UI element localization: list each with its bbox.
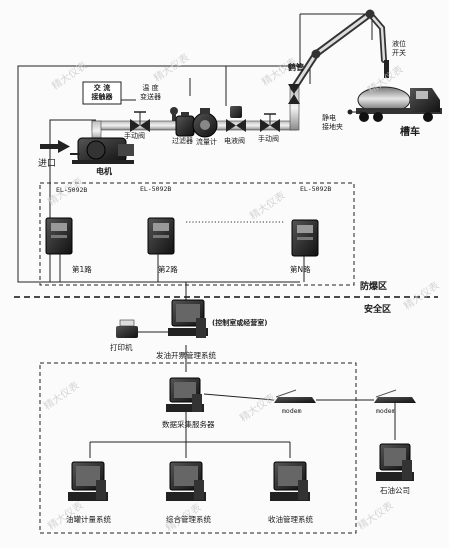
ac-contactor-label: 交 流 接触器 [91, 84, 113, 101]
printer-symbol [116, 319, 138, 338]
inlet-arrow [40, 140, 70, 153]
integrated-system-label: 综合管理系统 [166, 515, 211, 524]
modem-left-symbol [274, 389, 316, 403]
controller-1 [45, 217, 73, 255]
motor-label: 电机 [96, 167, 112, 176]
ac-contactor-box [82, 81, 122, 105]
solenoid-valve-label: 电液阀 [224, 137, 245, 145]
motor-pump [70, 137, 134, 164]
controller-n [291, 219, 319, 257]
metering-system-label: 油罐计量系统 [66, 515, 111, 524]
controller-2-model: EL-5092B [140, 185, 172, 193]
filter-label: 过滤器 [172, 137, 193, 145]
controller-2 [147, 217, 175, 255]
receiving-system-label: 收油管理系统 [268, 515, 313, 524]
level-switch-label: 液位 开关 [392, 40, 406, 57]
controller-n-model: EL-5092B [300, 185, 332, 193]
solenoid-valve-symbol [226, 106, 246, 132]
route-1-label: 第1路 [72, 265, 92, 274]
filter-symbol [175, 112, 195, 137]
controller-1-model: EL-5092B [56, 186, 88, 194]
receiving-computer [270, 461, 310, 501]
data-server-label: 数据采集服务器 [162, 420, 215, 429]
flow-meter-label: 流量计 [196, 138, 217, 146]
modem-left-label: modem [282, 407, 302, 415]
control-room-label: (控制室或经营室) [212, 319, 268, 327]
oil-company-label: 石油公司 [380, 486, 410, 495]
temp-transmitter-label: 温 度 变送器 [140, 84, 161, 101]
oil-company-computer [376, 443, 414, 481]
static-clamp-label: 静电 接地夹 [322, 114, 343, 131]
safe-zone-label: 安全区 [364, 305, 392, 315]
printer-label: 打印机 [110, 343, 133, 352]
manual-valve-right-symbol [260, 113, 280, 132]
temperature-transmitter-symbol [170, 107, 178, 121]
explosion-zone-label: 防爆区 [360, 282, 388, 292]
metering-computer [68, 461, 108, 501]
network-links [89, 393, 396, 458]
level-switch-symbol [384, 60, 389, 78]
controller-bus [59, 254, 305, 312]
modem-right-symbol [374, 389, 416, 403]
manual-valve-left-symbol [130, 111, 150, 132]
server-computer [166, 377, 204, 412]
route-n-label: 第N路 [290, 265, 311, 274]
tank-truck [356, 86, 442, 122]
route-2-label: 第2路 [158, 265, 178, 274]
crane-vertical-valves [288, 84, 300, 104]
manual-valve-left-label: 手动阀 [124, 132, 145, 140]
tank-truck-label: 槽车 [400, 127, 420, 138]
integrated-computer [166, 461, 206, 501]
static-clamp-symbol [347, 109, 362, 115]
manual-valve-right-label: 手动阀 [258, 135, 279, 143]
ticket-computer [168, 299, 208, 338]
explosion-zone-box [39, 182, 355, 286]
inlet-label: 进口 [38, 159, 57, 169]
modem-right-label: modem [376, 407, 396, 415]
management-box [39, 362, 357, 534]
crane-pipe-label: 鹤管 [288, 63, 304, 72]
ticket-system-label: 发油开票管理系统 [156, 351, 216, 360]
crane-arm [290, 9, 387, 92]
flow-meter-symbol [192, 108, 218, 138]
